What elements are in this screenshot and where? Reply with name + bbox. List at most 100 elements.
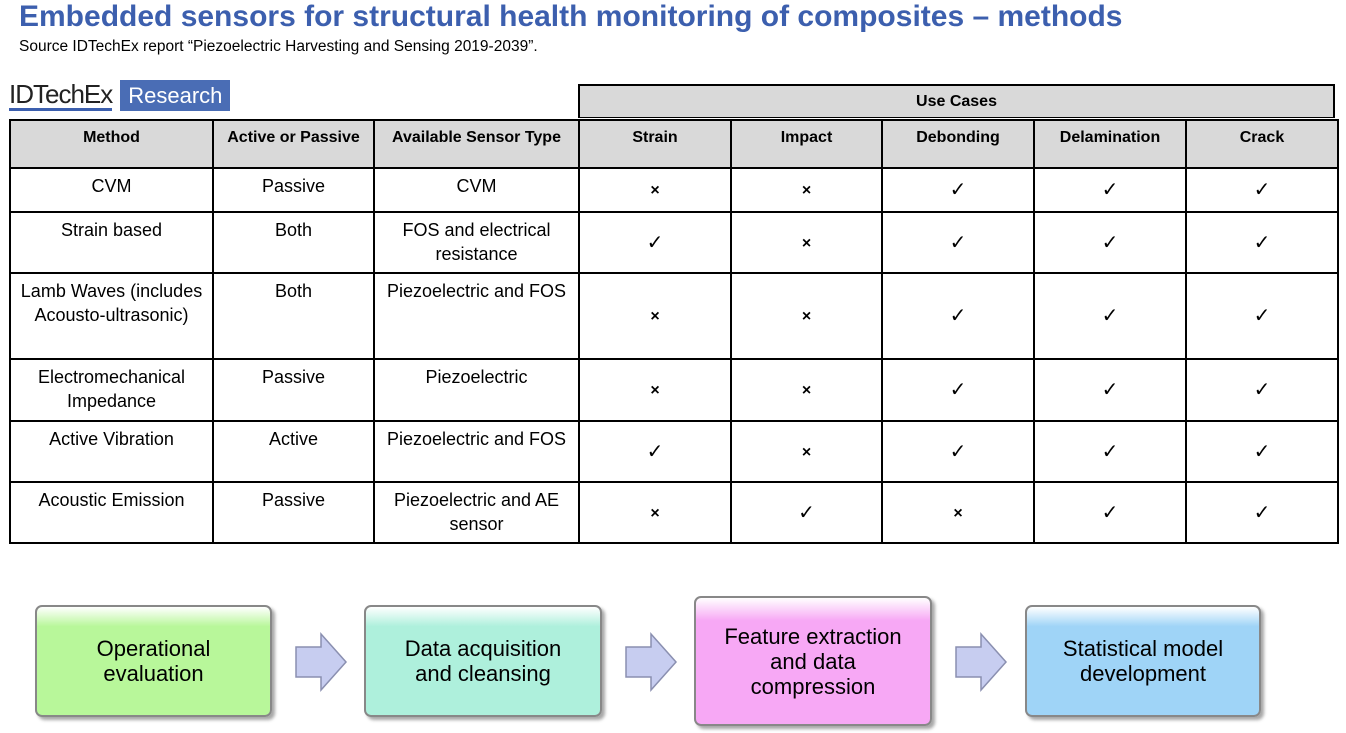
cell-delamination: ✓ (1033, 358, 1187, 422)
cell-debonding: ✓ (881, 420, 1035, 483)
process-stage: Data acquisition and cleansing (364, 605, 602, 717)
cell-method: CVM (9, 167, 214, 213)
cross-icon: × (650, 182, 660, 199)
cell-debonding: ✓ (881, 211, 1035, 274)
cell-method: Acoustic Emission (9, 481, 214, 544)
methods-table: Method Active or Passive Available Senso… (9, 119, 1339, 544)
check-icon: ✓ (949, 305, 967, 327)
col-crack: Crack (1185, 119, 1339, 169)
cell-debonding: ✓ (881, 167, 1035, 213)
cell-active-passive: Passive (212, 358, 375, 422)
cell-impact: × (730, 272, 883, 360)
cell-strain: × (578, 272, 732, 360)
cell-strain: × (578, 358, 732, 422)
check-icon: ✓ (1253, 440, 1271, 463)
cell-delamination: ✓ (1033, 167, 1187, 213)
cell-sensor-type: Piezoelectric (373, 358, 580, 422)
check-icon: ✓ (646, 231, 664, 254)
process-stage-label: Statistical model development (1062, 636, 1224, 686)
cross-icon: × (801, 182, 812, 199)
cross-icon: × (801, 308, 812, 325)
check-icon: ✓ (646, 440, 664, 463)
table-row: Lamb Waves (includes Acousto-ultrasonic)… (9, 272, 1339, 360)
check-icon: ✓ (798, 501, 815, 524)
check-icon: ✓ (949, 231, 967, 254)
process-stage: Statistical model development (1025, 605, 1261, 717)
logo-tag: Research (120, 80, 231, 111)
page-title: Embedded sensors for structural health m… (19, 0, 1123, 33)
check-icon: ✓ (1101, 440, 1119, 463)
cell-strain: × (578, 167, 732, 213)
cross-icon: × (953, 504, 963, 522)
cell-sensor-type: FOS and electrical resistance (373, 211, 580, 274)
col-debonding: Debonding (881, 119, 1035, 169)
check-icon: ✓ (1101, 501, 1119, 524)
col-strain: Strain (578, 119, 732, 169)
cell-crack: ✓ (1185, 481, 1339, 544)
cell-sensor-type: Piezoelectric and AE sensor (373, 481, 580, 544)
process-stage: Feature extraction and data compression (694, 596, 932, 726)
table-header-row: Method Active or Passive Available Senso… (9, 119, 1339, 169)
check-icon: ✓ (1101, 231, 1119, 254)
check-icon: ✓ (1253, 501, 1271, 524)
arrow-right-icon (295, 632, 348, 692)
process-stage-label: Data acquisition and cleansing (404, 636, 562, 686)
arrow-right-icon (625, 632, 678, 692)
cross-icon: × (801, 443, 812, 461)
cell-crack: ✓ (1185, 167, 1339, 213)
cross-icon: × (650, 308, 660, 325)
cell-strain: × (578, 481, 732, 544)
cell-debonding: ✓ (881, 358, 1035, 422)
col-active-passive: Active or Passive (212, 119, 375, 169)
check-icon: ✓ (949, 379, 967, 401)
cell-active-passive: Both (212, 211, 375, 274)
logo-brand: IDTechEx (9, 79, 113, 111)
check-icon: ✓ (1253, 231, 1271, 254)
cell-strain: ✓ (578, 420, 732, 483)
cell-crack: ✓ (1185, 211, 1339, 274)
use-cases-header: Use Cases (578, 84, 1335, 118)
cell-crack: ✓ (1185, 358, 1339, 422)
idtechex-logo: IDTechEx Research (9, 79, 231, 114)
cell-crack: ✓ (1185, 272, 1339, 360)
check-icon: ✓ (1101, 179, 1119, 201)
cell-sensor-type: CVM (373, 167, 580, 213)
cell-impact: ✓ (730, 481, 883, 544)
process-stage: Operational evaluation (35, 605, 272, 717)
cell-impact: × (730, 211, 883, 274)
cross-icon: × (801, 234, 812, 252)
cell-active-passive: Active (212, 420, 375, 483)
cell-method: Electromechanical Impedance (9, 358, 214, 422)
cell-active-passive: Passive (212, 481, 375, 544)
cell-delamination: ✓ (1033, 272, 1187, 360)
cross-icon: × (801, 382, 812, 399)
cell-method: Strain based (9, 211, 214, 274)
cell-strain: ✓ (578, 211, 732, 274)
cell-delamination: ✓ (1033, 481, 1187, 544)
cell-debonding: × (881, 481, 1035, 544)
arrow-right-icon (955, 632, 1008, 692)
check-icon: ✓ (1101, 379, 1119, 401)
check-icon: ✓ (1253, 379, 1271, 401)
cell-impact: × (730, 167, 883, 213)
process-stage-label: Feature extraction and data compression (724, 623, 902, 699)
cell-sensor-type: Piezoelectric and FOS (373, 420, 580, 483)
cell-debonding: ✓ (881, 272, 1035, 360)
check-icon: ✓ (1253, 305, 1271, 327)
check-icon: ✓ (949, 440, 967, 463)
cell-impact: × (730, 358, 883, 422)
cell-sensor-type: Piezoelectric and FOS (373, 272, 580, 360)
cell-delamination: ✓ (1033, 211, 1187, 274)
check-icon: ✓ (949, 179, 967, 201)
check-icon: ✓ (1101, 305, 1119, 327)
cross-icon: × (650, 504, 660, 522)
col-sensor-type: Available Sensor Type (373, 119, 580, 169)
cell-active-passive: Both (212, 272, 375, 360)
cell-impact: × (730, 420, 883, 483)
